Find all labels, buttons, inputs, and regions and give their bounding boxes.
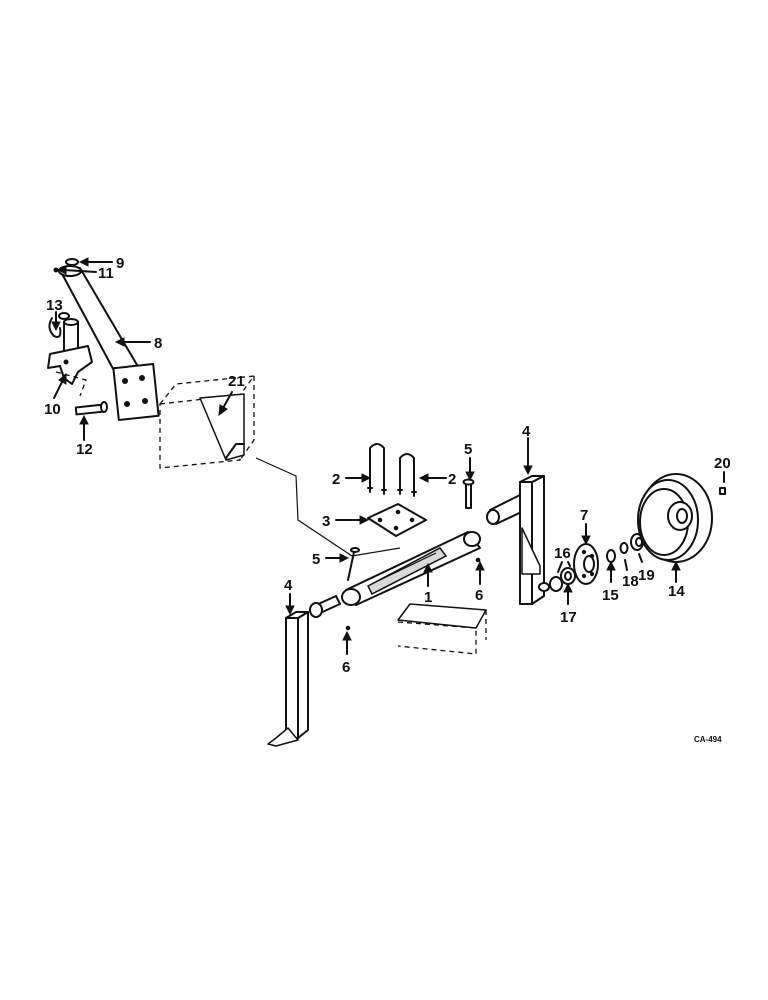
callout-5-lower: 5: [312, 551, 320, 568]
callout-2-right: 2: [448, 471, 456, 488]
callout-2-left: 2: [332, 471, 340, 488]
callout-18: 18: [622, 573, 639, 590]
seal-part-16: [549, 576, 563, 592]
lock-pin-part-13: [48, 312, 70, 338]
bolt-upper-part-5: [462, 478, 475, 509]
bearing-part-17: [560, 567, 576, 585]
callout-12: 12: [76, 441, 93, 458]
callout-7: 7: [580, 507, 588, 524]
callout-15: 15: [602, 587, 619, 604]
u-bolt-right-part-2: [397, 453, 417, 497]
callout-4-left: 4: [284, 577, 293, 594]
callout-3: 3: [322, 513, 330, 530]
tongue-tube-part-21: [159, 375, 256, 469]
callout-1: 1: [424, 589, 432, 606]
callout-6-upper: 6: [475, 587, 483, 604]
pin-part-12: [74, 401, 108, 416]
washer-part-15: [606, 549, 616, 563]
callout-9: 9: [116, 255, 124, 272]
wheel-part-14: [637, 473, 713, 563]
hub-part-7: [573, 543, 599, 585]
washer-part-9: [65, 258, 79, 266]
clevis-part-10: [47, 318, 93, 385]
callout-19: 19: [638, 567, 655, 584]
callout-8: 8: [154, 335, 162, 352]
valve-part-20: [719, 487, 726, 495]
leader-arrows: [51, 257, 725, 655]
nut-part-18: [619, 542, 629, 554]
frame-block-reference: [397, 603, 487, 655]
u-bolt-left-part-2: [367, 443, 387, 495]
callout-17: 17: [560, 609, 577, 626]
callout-13: 13: [46, 297, 63, 314]
callout-21: 21: [228, 373, 245, 390]
arm-left-part-4: [267, 595, 341, 747]
connection-line: [255, 457, 401, 557]
callout-5-upper: 5: [464, 441, 472, 458]
callout-4-right: 4: [522, 423, 531, 440]
bolt-lower-part-5: [347, 547, 360, 581]
clamp-plate-part-3: [367, 503, 427, 537]
callout-6-lower: 6: [342, 659, 350, 676]
callout-14: 14: [668, 583, 685, 600]
callout-20: 20: [714, 455, 731, 472]
callout-16: 16: [554, 545, 571, 562]
arm-right-part-4: [519, 475, 550, 605]
figure-code: CA-494: [694, 735, 722, 744]
callout-11: 11: [98, 265, 114, 282]
callout-10: 10: [44, 401, 61, 418]
axle-tube-part-1: [341, 531, 481, 606]
hitch-post-part-8: [58, 265, 160, 421]
nut-upper-part-6: [475, 557, 481, 563]
nut-lower-part-6: [345, 625, 351, 631]
